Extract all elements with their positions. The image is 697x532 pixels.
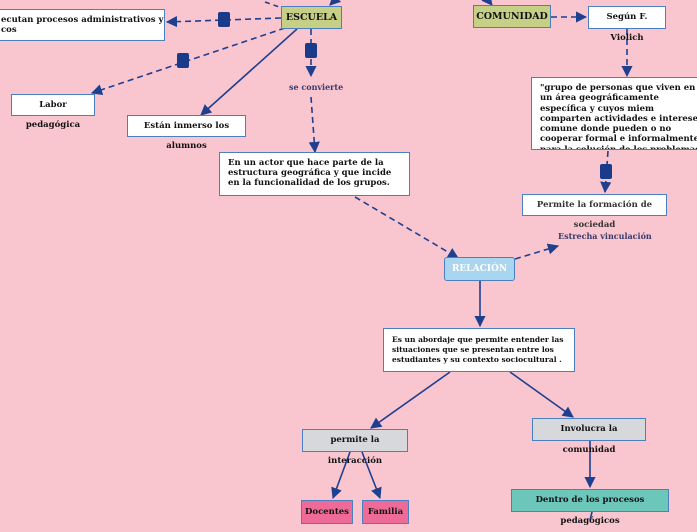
- link-handle-1[interactable]: [218, 12, 230, 27]
- node-permite-interaccion[interactable]: permite la interacción: [302, 429, 408, 466]
- node-comunidad[interactable]: COMUNIDAD: [473, 5, 551, 28]
- connector-abordaje-involucra: [509, 371, 574, 418]
- connector-actor-relacion: [354, 196, 459, 259]
- connector-top-comunidad: [481, 0, 493, 6]
- node-actor[interactable]: En un actor que hace parte de la estruct…: [219, 152, 410, 196]
- link-handle-3[interactable]: [305, 43, 317, 58]
- node-involucra-comunidad[interactable]: Involucra la comunidad: [532, 418, 646, 455]
- node-procesos-pedagogicos[interactable]: Dentro de los procesos pedagógicos: [511, 489, 669, 526]
- node-familia[interactable]: Familia: [362, 500, 409, 524]
- node-escuela[interactable]: ESCUELA: [281, 6, 342, 29]
- connector-abordaje-interaccion: [370, 371, 451, 429]
- node-labor-pedagogica[interactable]: Labor pedagógica: [11, 94, 95, 130]
- connector-procesos-below: [589, 511, 593, 520]
- connector-top-escuela-arrow: [329, 0, 342, 6]
- connector-escuela-ejecutan: [165, 16, 282, 28]
- connector-interaccion-familia: [361, 451, 382, 500]
- node-segun-violich[interactable]: Según F. Violich: [588, 6, 666, 43]
- connector-relacion-estrecha: [514, 243, 560, 260]
- connector-seconvierte-actor: [308, 96, 320, 154]
- connector-top-escuela: [264, 1, 283, 9]
- node-ejecutan[interactable]: ecutan procesos administrativos y cos: [0, 9, 165, 41]
- connector-layer: [90, 0, 633, 520]
- label-estrecha-vinculacion: Estrecha vinculación: [558, 231, 652, 241]
- node-abordaje[interactable]: Es un abordaje que permite entender las …: [383, 328, 575, 372]
- node-formacion-sociedad[interactable]: Permite la formación de sociedad: [522, 194, 667, 230]
- connector-interaccion-docentes: [331, 451, 351, 500]
- link-handle-4[interactable]: [600, 164, 612, 179]
- link-handle-2[interactable]: [177, 53, 189, 68]
- node-relacion[interactable]: RELACIÓN: [444, 257, 515, 281]
- connector-escuela-inmerso: [200, 28, 298, 116]
- node-docentes[interactable]: Docentes: [301, 500, 353, 524]
- node-inmerso-alumnos[interactable]: Están inmerso los alumnos: [127, 115, 246, 151]
- label-se-convierte: se convierte: [289, 82, 344, 92]
- node-grupo-personas[interactable]: "grupo de personas que viven en un área …: [531, 77, 697, 150]
